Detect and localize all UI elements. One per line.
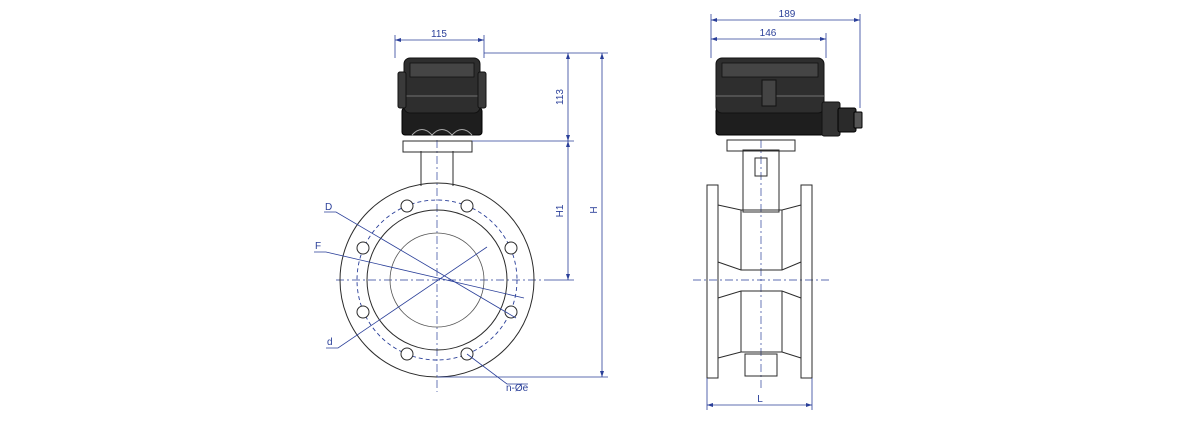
leader-d: d: [326, 246, 488, 349]
label-F: F: [315, 241, 321, 252]
bolt-hole: [356, 241, 370, 255]
dim-189: 189: [710, 9, 861, 108]
left-flange: [706, 184, 719, 379]
bolt-hole: [504, 305, 518, 319]
bottom-boss: [744, 353, 778, 377]
dim-head-width-label: 115: [431, 29, 447, 40]
right-flange: [800, 184, 813, 379]
actuator-head-side: [715, 57, 863, 137]
side-view: 189 146 L: [693, 9, 863, 410]
bolt-hole: [356, 305, 370, 319]
dim-h1-label: H1: [555, 204, 566, 217]
label-holes: n-Øe: [506, 383, 529, 394]
valve-body-side: [717, 204, 802, 359]
dim-L: L: [706, 378, 813, 410]
label-D: D: [325, 202, 332, 213]
leader-D: D: [324, 202, 517, 319]
dim-head-height-label: 113: [555, 89, 566, 105]
actuator-head-front: [397, 57, 487, 136]
leader-F: F: [314, 241, 525, 299]
bolt-circle: [356, 199, 518, 361]
raised-face-circle: [366, 209, 508, 351]
leader-holes: n-Øe: [466, 353, 529, 394]
bore-circle: [389, 232, 485, 328]
side-neck: [726, 139, 796, 213]
front-view: 115 113 H1 H D: [314, 29, 608, 394]
dim-115: 115: [394, 29, 485, 58]
dim-total-width-label: 189: [779, 9, 796, 20]
bolt-hole: [460, 199, 474, 213]
dim-h-label: H: [589, 206, 600, 213]
bolt-hole: [400, 199, 414, 213]
dim-146: 146: [711, 28, 827, 58]
side-mounting-plate: [726, 139, 796, 152]
label-d: d: [327, 337, 333, 348]
valve-neck: [402, 140, 473, 186]
dim-side-head-width-label: 146: [760, 28, 777, 39]
dim-L-label: L: [757, 394, 763, 405]
mounting-plate: [402, 140, 473, 153]
bolt-hole: [504, 241, 518, 255]
dim-vertical-front: 113 H1 H: [437, 52, 608, 378]
bolt-hole: [400, 347, 414, 361]
